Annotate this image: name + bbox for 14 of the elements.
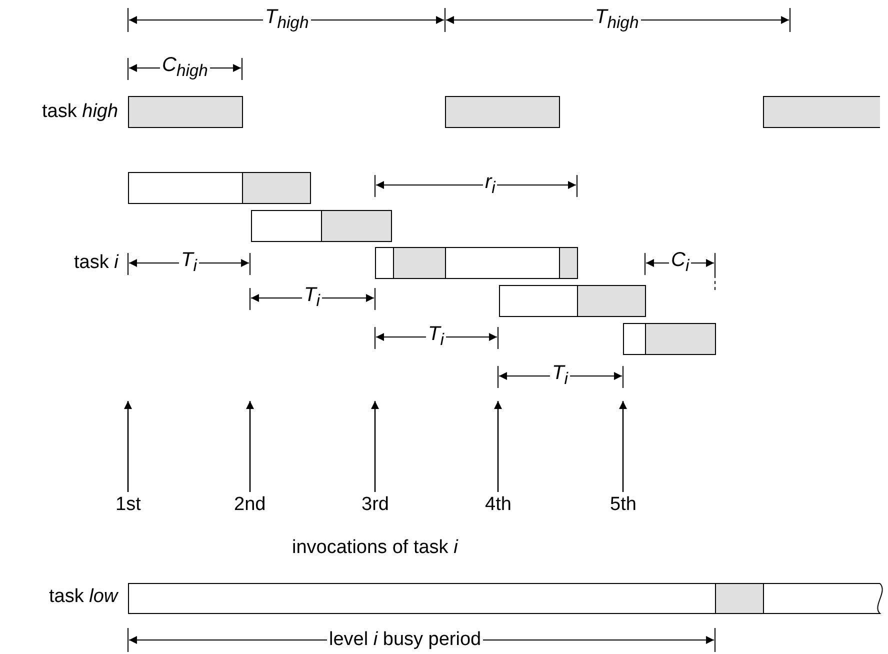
period-label: T$_{high}$ <box>263 7 311 33</box>
period-label: level i busy period <box>327 630 484 650</box>
execution-bar <box>445 96 560 128</box>
period-label: T$_{high}$ <box>593 7 641 33</box>
execution-bar <box>128 96 243 128</box>
execution-bar <box>763 96 880 128</box>
execution-bar <box>623 323 716 355</box>
execution-bar <box>128 172 311 204</box>
duration-label: C$_{high}$ <box>160 55 210 81</box>
execution-bar <box>375 247 578 279</box>
execution-bar <box>499 285 646 317</box>
task-label: task high <box>40 102 120 122</box>
execution-bar <box>128 583 883 614</box>
execution-bar <box>251 210 392 242</box>
